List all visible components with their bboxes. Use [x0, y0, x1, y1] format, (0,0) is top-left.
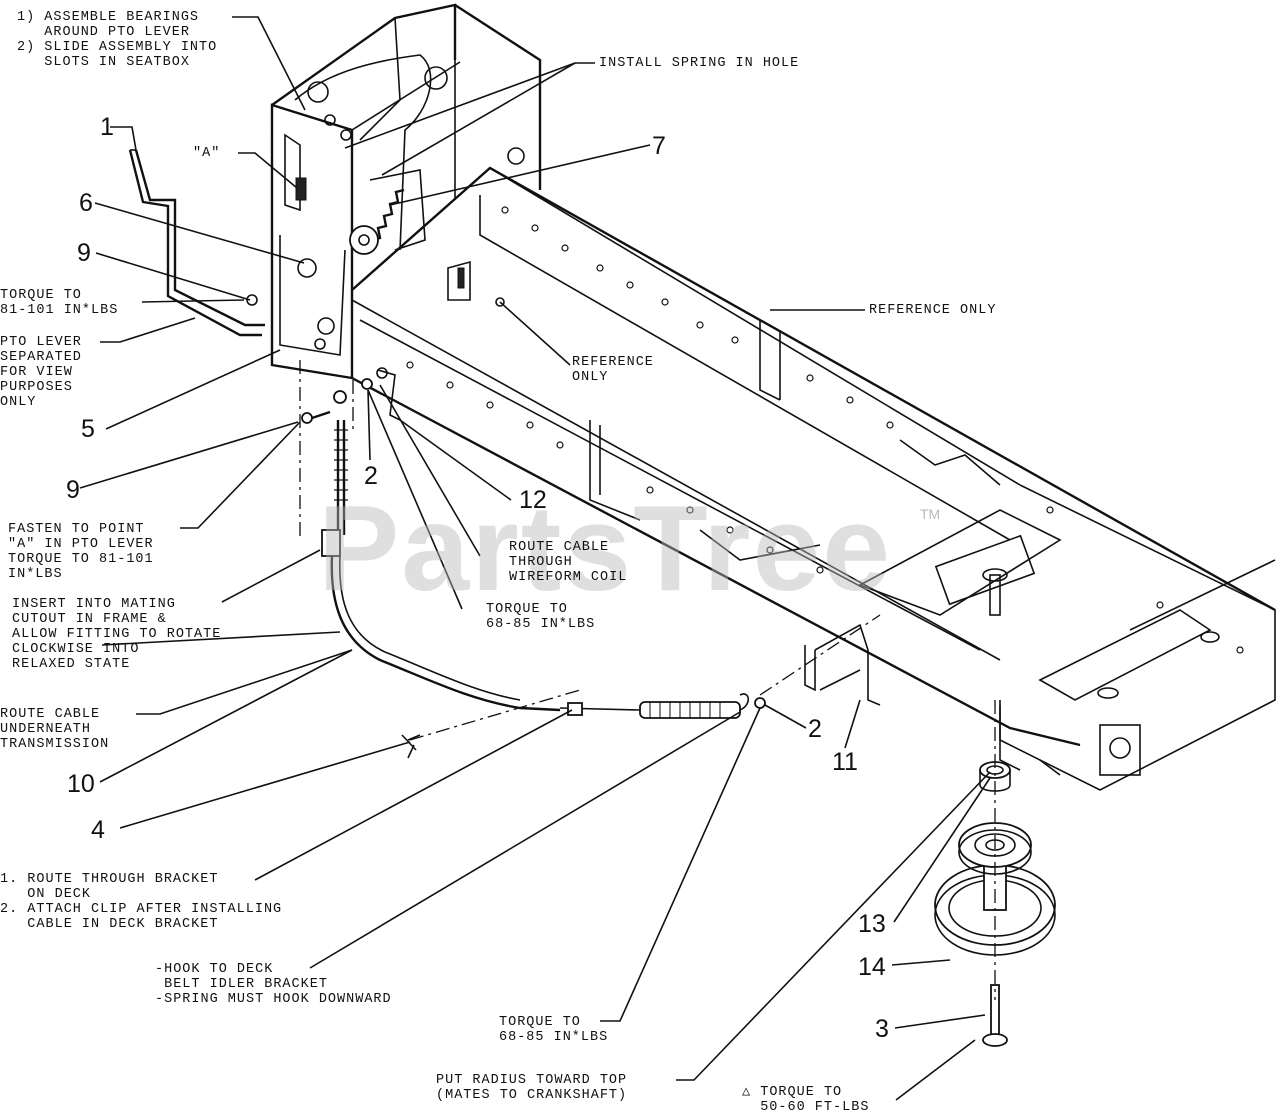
note-pto-lever: PTO LEVER SEPARATED FOR VIEW PURPOSES ON… [0, 335, 82, 410]
callout-3: 3 [875, 1015, 889, 1043]
note-reference-only-2: REFERENCE ONLY [572, 355, 654, 385]
callout-2-upper: 2 [364, 462, 378, 490]
centerlines [299, 360, 996, 1000]
spring-part-7 [349, 169, 426, 255]
callout-10: 10 [67, 770, 95, 798]
parts-tree-watermark: PartsTree [318, 480, 893, 616]
callout-1: 1 [100, 113, 114, 141]
note-torque-bottom: TORQUE TO 68-85 IN*LBS [499, 1015, 609, 1045]
note-route-cable-coil: ROUTE CABLE THROUGH WIREFORM COIL [509, 540, 628, 585]
note-insert-mating: INSERT INTO MATING CUTOUT IN FRAME & ALL… [12, 597, 222, 672]
note-fasten-point-a: FASTEN TO POINT "A" IN PTO LEVER TORQUE … [8, 522, 154, 582]
bolt-part-2 [361, 378, 766, 709]
callout-5: 5 [81, 415, 95, 443]
seatbox-bracket [270, 3, 542, 380]
note-assemble-bearings: 1) ASSEMBLE BEARINGS AROUND PTO LEVER 2)… [17, 10, 218, 70]
note-torque-mid: TORQUE TO 68-85 IN*LBS [486, 602, 596, 632]
callout-14: 14 [858, 953, 886, 981]
pto-cable [301, 390, 750, 719]
callout-13: 13 [858, 910, 886, 938]
note-torque-top: TORQUE TO 81-101 IN*LBS [0, 288, 119, 318]
bolt-part-3 [982, 984, 1008, 1047]
note-route-bracket: 1. ROUTE THROUGH BRACKET ON DECK 2. ATTA… [0, 872, 283, 932]
pto-lever-part-1 [128, 149, 265, 337]
leader-lines [79, 16, 991, 1101]
callout-12: 12 [519, 486, 547, 514]
tractor-frame [351, 166, 1276, 791]
callout-7: 7 [652, 132, 666, 160]
note-reference-only-1: REFERENCE ONLY [869, 303, 997, 318]
note-hook-deck: -HOOK TO DECK BELT IDLER BRACKET -SPRING… [155, 962, 392, 1007]
note-put-radius: PUT RADIUS TOWARD TOP (MATES TO CRANKSHA… [436, 1073, 628, 1103]
note-torque-ft-lbs: △ TORQUE TO 50-60 FT-LBS [742, 1085, 870, 1115]
note-point-a: "A" [193, 146, 221, 161]
callout-9-upper: 9 [77, 239, 91, 267]
callout-11: 11 [832, 748, 858, 776]
note-route-underneath: ROUTE CABLE UNDERNEATH TRANSMISSION [0, 707, 110, 752]
callout-6: 6 [79, 189, 93, 217]
trademark-symbol: TM [920, 506, 941, 522]
callout-4: 4 [91, 816, 105, 844]
deck-bracket-part-11 [804, 623, 881, 706]
callout-9-lower: 9 [66, 476, 80, 504]
wireform-coil-part-12 [376, 367, 401, 421]
reference-bracket [447, 260, 505, 307]
note-install-spring: INSTALL SPRING IN HOLE [599, 56, 800, 71]
callout-2-lower: 2 [808, 715, 822, 743]
